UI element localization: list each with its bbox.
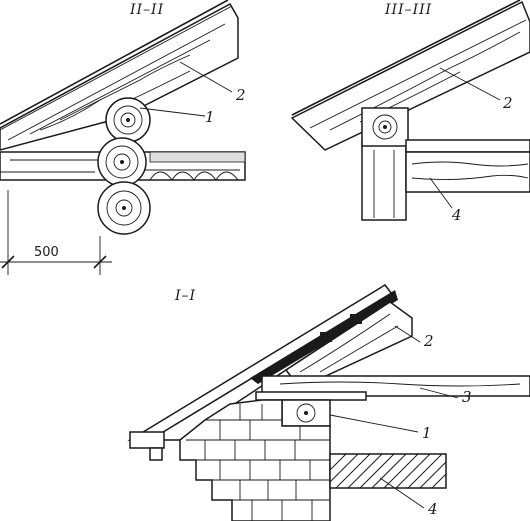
roofing-hatch-ii [0,0,233,131]
purlin-log-ii [105,97,151,143]
label-4-i: 4 [427,500,438,518]
label-4-iii: 4 [451,206,462,224]
floor-slab-i [329,453,447,489]
dimension-500: 500 [0,190,112,275]
purlin-i [281,399,331,427]
label-2-iii: 2 [502,94,513,112]
ceiling-beam-i [255,375,530,401]
label-2-i: 2 [423,332,434,350]
section-ii-ii: 500 II–II 2 1 [0,0,246,275]
section-iii-iii: III–III 2 4 [290,0,530,224]
post-iii [361,139,407,221]
label-2-ii: 2 [235,86,246,104]
joist-iii [405,139,530,193]
section-title-iii: III–III [384,2,432,18]
label-1-ii: 1 [205,108,215,126]
label-3-i: 3 [462,388,472,406]
wall-logs-ii [97,137,151,235]
brick-wall-i [179,399,331,521]
brick-courses [186,404,330,521]
section-title-i: I–I [174,288,196,304]
label-1-i: 1 [422,424,432,442]
section-i-i: I–I 2 3 1 4 [127,284,530,521]
section-title-ii: II–II [129,2,164,18]
beam-end-iii [361,107,409,147]
rafter-iii [290,0,530,151]
dimension-label: 500 [34,245,59,260]
rafter-ii [0,0,239,151]
